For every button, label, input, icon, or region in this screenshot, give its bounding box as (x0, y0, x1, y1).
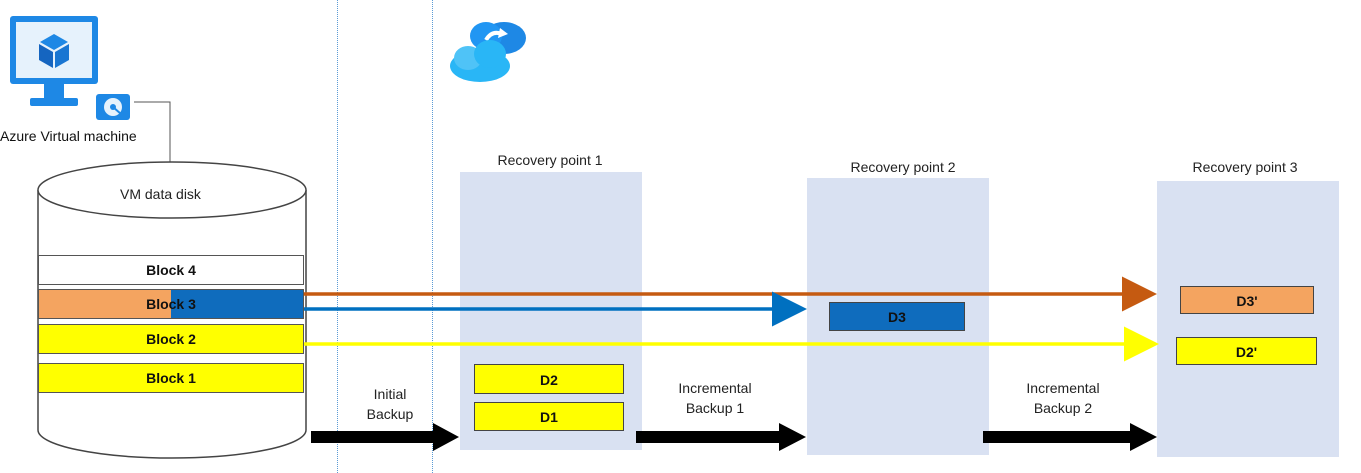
block-4: Block 4 (38, 255, 304, 285)
block-3: Block 3 (38, 289, 304, 319)
vm-disk-connector (134, 101, 171, 168)
recovery-point-1-title: Recovery point 1 (497, 152, 603, 168)
data-block-d1: D1 (474, 402, 624, 431)
step-incremental-2-label: Incremental Backup 2 (1008, 378, 1118, 418)
arrow-incremental-backup-2 (983, 423, 1157, 451)
data-block-d3: D3 (829, 302, 965, 331)
step-incremental-2-line2: Backup 2 (1033, 400, 1093, 416)
data-block-d2: D2 (474, 364, 624, 394)
recovery-point-3-panel (1157, 181, 1339, 457)
step-incremental-1-line2: Backup 1 (685, 400, 745, 416)
data-block-d3-prime: D3' (1180, 286, 1314, 314)
block-1: Block 1 (38, 363, 304, 393)
step-initial-line1: Initial (373, 386, 407, 402)
vm-label: Azure Virtual machine (0, 128, 137, 144)
step-incremental-2-line1: Incremental (1026, 380, 1100, 396)
recovery-point-2-title: Recovery point 2 (850, 159, 956, 175)
arrow-initial-backup (311, 423, 459, 451)
arrow-incremental-backup-1 (636, 423, 806, 451)
step-incremental-1-line1: Incremental (678, 380, 752, 396)
data-block-d2-prime: D2' (1176, 337, 1317, 365)
separator-line-2 (432, 0, 433, 473)
step-incremental-1-label: Incremental Backup 1 (660, 378, 770, 418)
step-initial-line2: Backup (366, 406, 414, 422)
block-2: Block 2 (38, 324, 304, 354)
disk-label: VM data disk (120, 186, 201, 202)
block-3-label: Block 3 (146, 296, 196, 312)
separator-line-1 (337, 0, 338, 473)
step-initial-backup-label: Initial Backup (350, 384, 430, 424)
disk-icon (96, 94, 130, 120)
recovery-point-3-title: Recovery point 3 (1192, 159, 1298, 175)
vm-monitor-icon (10, 16, 98, 106)
cloud-backup-icon (450, 22, 526, 82)
